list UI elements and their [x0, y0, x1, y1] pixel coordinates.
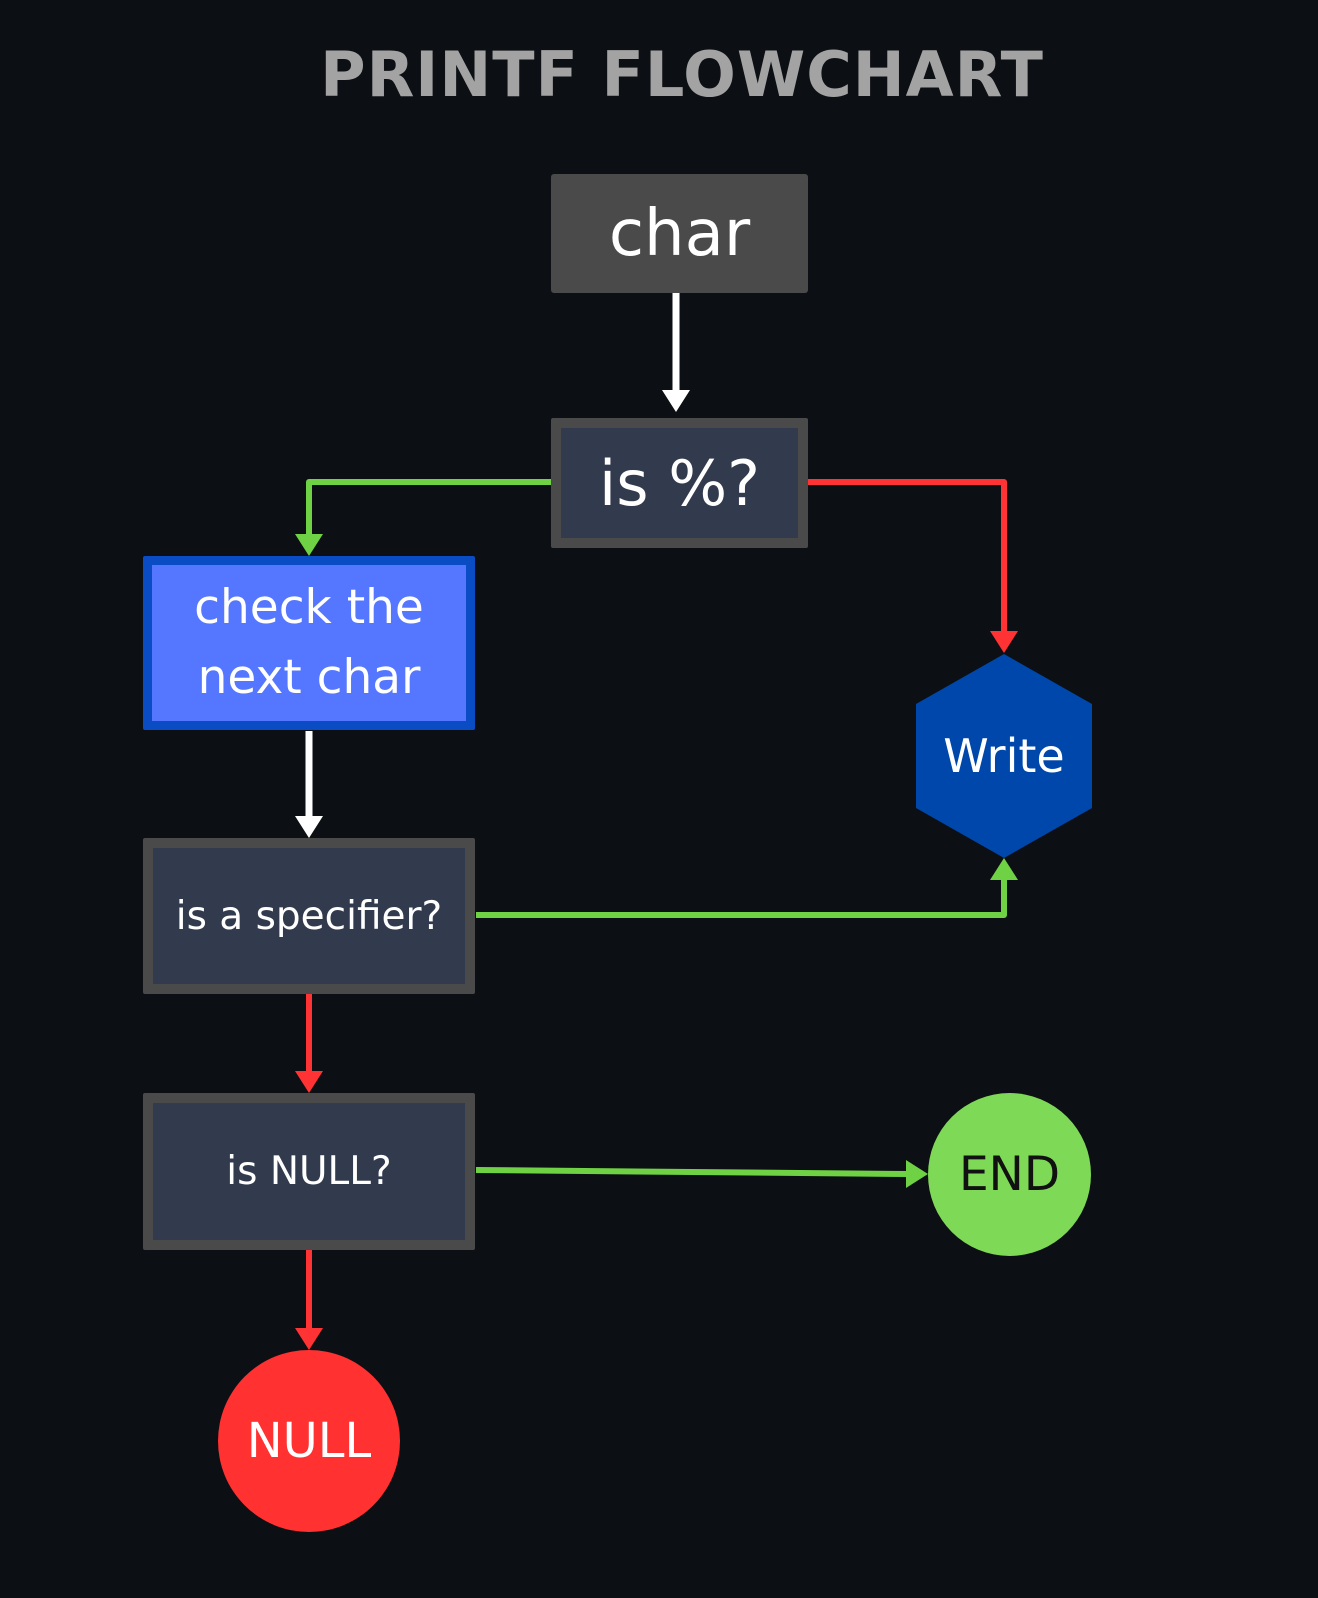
check-next-char-node: check the next char [143, 556, 475, 730]
is-specifier-node-label: is a specifier? [175, 893, 443, 939]
char-node: char [551, 174, 808, 293]
is-percent-node-label: is %? [598, 446, 761, 520]
is-null-node-label: is NULL? [226, 1149, 392, 1194]
char-node-label: char [608, 196, 751, 271]
edge-is-null-to-end [475, 1160, 928, 1188]
is-specifier-node: is a specifier? [143, 838, 475, 994]
null-node: NULL [218, 1350, 400, 1532]
write-node: Write [916, 704, 1092, 808]
edge-check-next-to-is-specifier [295, 731, 323, 838]
edge-is-percent-to-write [808, 479, 1018, 653]
edge-is-specifier-to-write [476, 858, 1018, 918]
end-node-label: END [958, 1147, 1061, 1202]
null-node-label: NULL [246, 1413, 372, 1469]
check-next-char-node-label: check the next char [194, 580, 424, 705]
is-percent-node: is %? [551, 418, 808, 548]
diagram-title: PRINTF FLOWCHART [320, 38, 1044, 111]
edge-is-specifier-to-is-null [295, 994, 323, 1093]
end-node: END [928, 1093, 1091, 1256]
write-hexagon-shape [916, 654, 1092, 858]
is-null-node: is NULL? [143, 1093, 475, 1250]
write-node-label: Write [943, 729, 1065, 783]
edge-is-null-to-null [295, 1250, 323, 1350]
edge-is-percent-to-check-next [295, 479, 551, 556]
edge-char-to-is-percent [662, 293, 690, 412]
